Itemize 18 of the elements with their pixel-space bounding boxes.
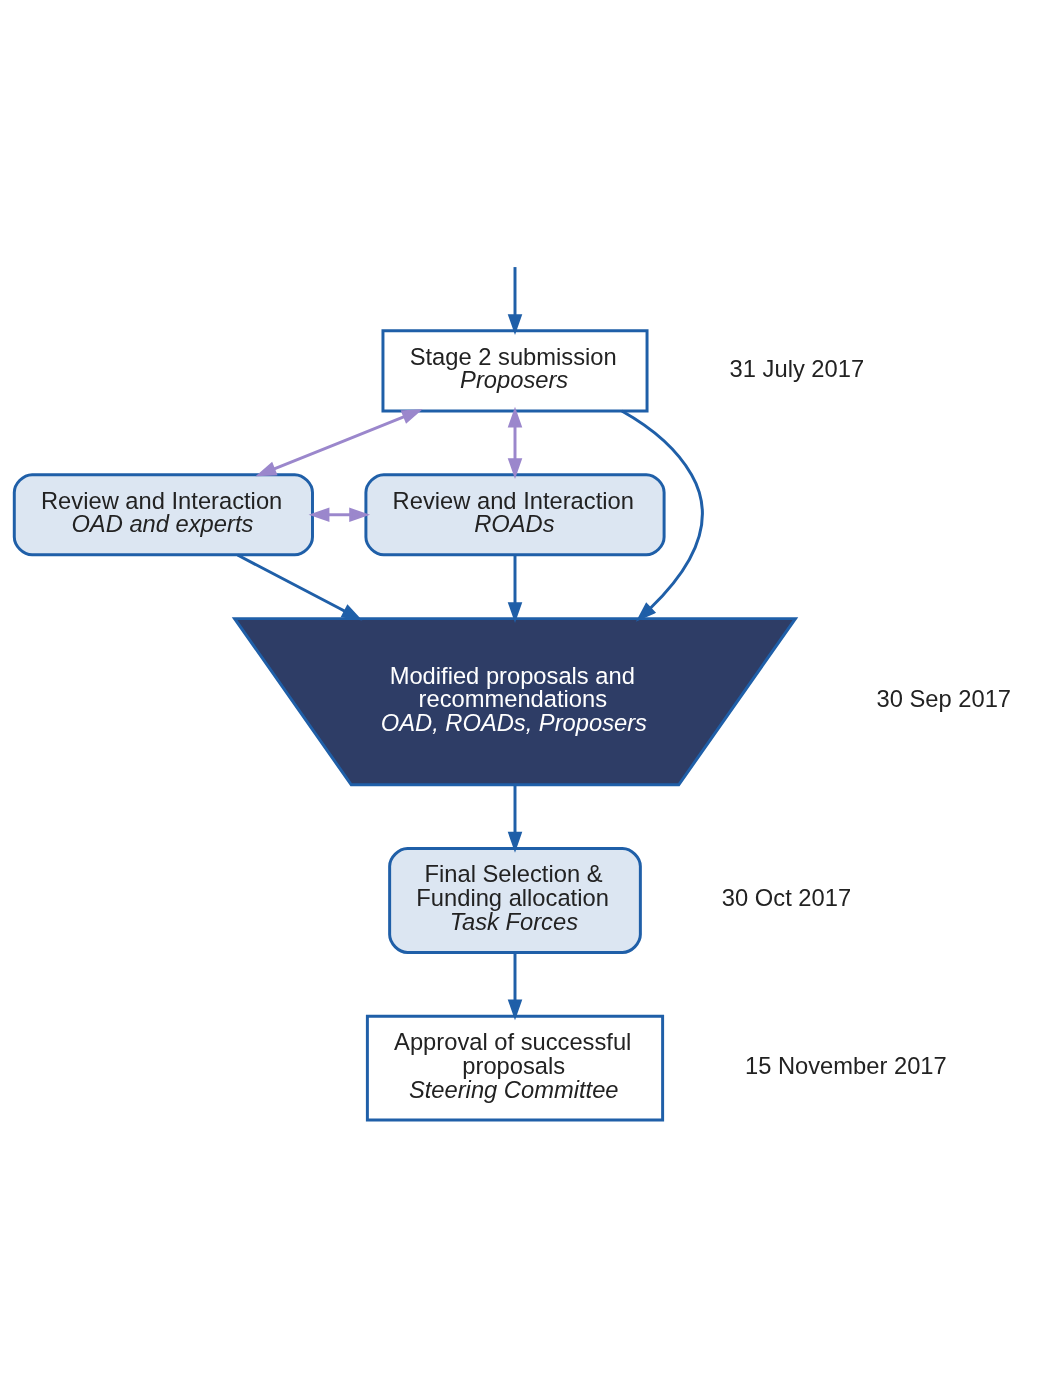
- node-box: Approval of successful proposals Steering Committee: [365, 1014, 665, 1122]
- node-box: Stage 2 submission Proposers: [381, 328, 649, 412]
- node-label: 31 July 2017: [729, 354, 865, 381]
- arrow: [507, 406, 523, 479]
- node-label: 30 Oct 2017: [721, 884, 852, 911]
- arrow: [507, 554, 523, 623]
- node-box: Final Selection & Funding allocation Task Forces: [388, 846, 642, 954]
- arrow: [507, 952, 523, 1020]
- node-label: 15 November 2017: [744, 1052, 947, 1079]
- arrow: [308, 506, 371, 522]
- node-box: Review and Interaction OAD and experts: [12, 472, 314, 556]
- node-box: Review and Interaction ROADs: [364, 472, 666, 556]
- arrow: [255, 408, 423, 476]
- arrow: [236, 553, 363, 620]
- arrow: [507, 266, 523, 335]
- arrow: [507, 784, 523, 853]
- arrow: [621, 409, 704, 622]
- node-label: 30 Sep 2017: [876, 685, 1012, 712]
